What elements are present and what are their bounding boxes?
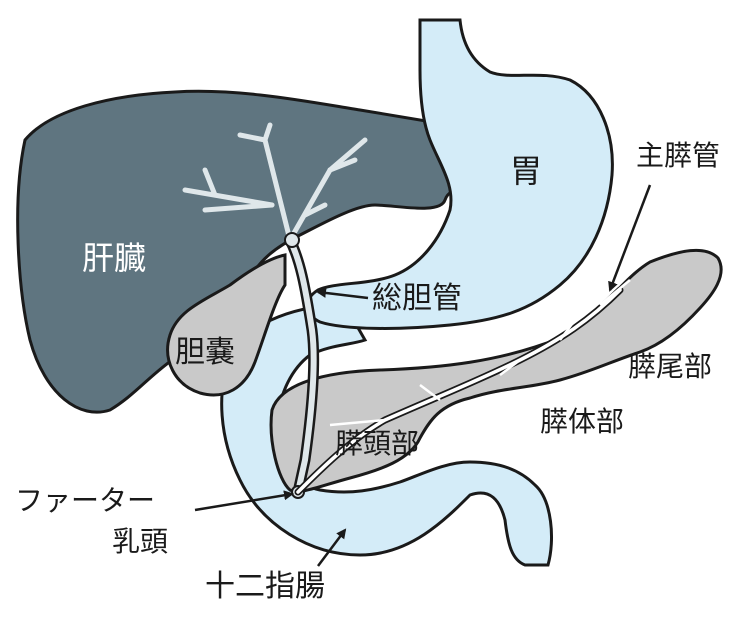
pancreas-body-label: 膵体部 — [540, 405, 625, 438]
bile-duct-junction — [284, 232, 300, 248]
gallbladder-shape — [166, 253, 287, 397]
pancreas-tail-label: 膵尾部 — [628, 350, 713, 383]
pancreas-head-label: 膵頭部 — [335, 427, 420, 460]
common-bile-duct-lumen — [287, 237, 317, 495]
duodenum-label: 十二指腸 — [205, 569, 325, 604]
stomach-label: 胃 — [510, 152, 543, 190]
main-pancreatic-duct-label: 主膵管 — [636, 139, 721, 172]
stomach-shape — [305, 18, 614, 330]
gallbladder-label: 胆嚢 — [175, 335, 235, 370]
papilla-label-line2: 乳頭 — [112, 525, 169, 558]
intrahepatic-ducts — [182, 122, 368, 243]
papilla-label-line1: ファーター — [15, 484, 156, 517]
pancreatic-duct-branches — [329, 279, 631, 427]
arrow-papilla — [194, 490, 294, 512]
common-bile-duct-label: 総胆管 — [372, 281, 462, 316]
arrow-duodenum — [317, 528, 347, 567]
arrow-common-bile-duct — [316, 287, 369, 300]
liver-label: 肝臓 — [82, 239, 147, 277]
arrow-main-pancreatic-duct — [608, 184, 652, 292]
liver-shape — [16, 89, 499, 414]
